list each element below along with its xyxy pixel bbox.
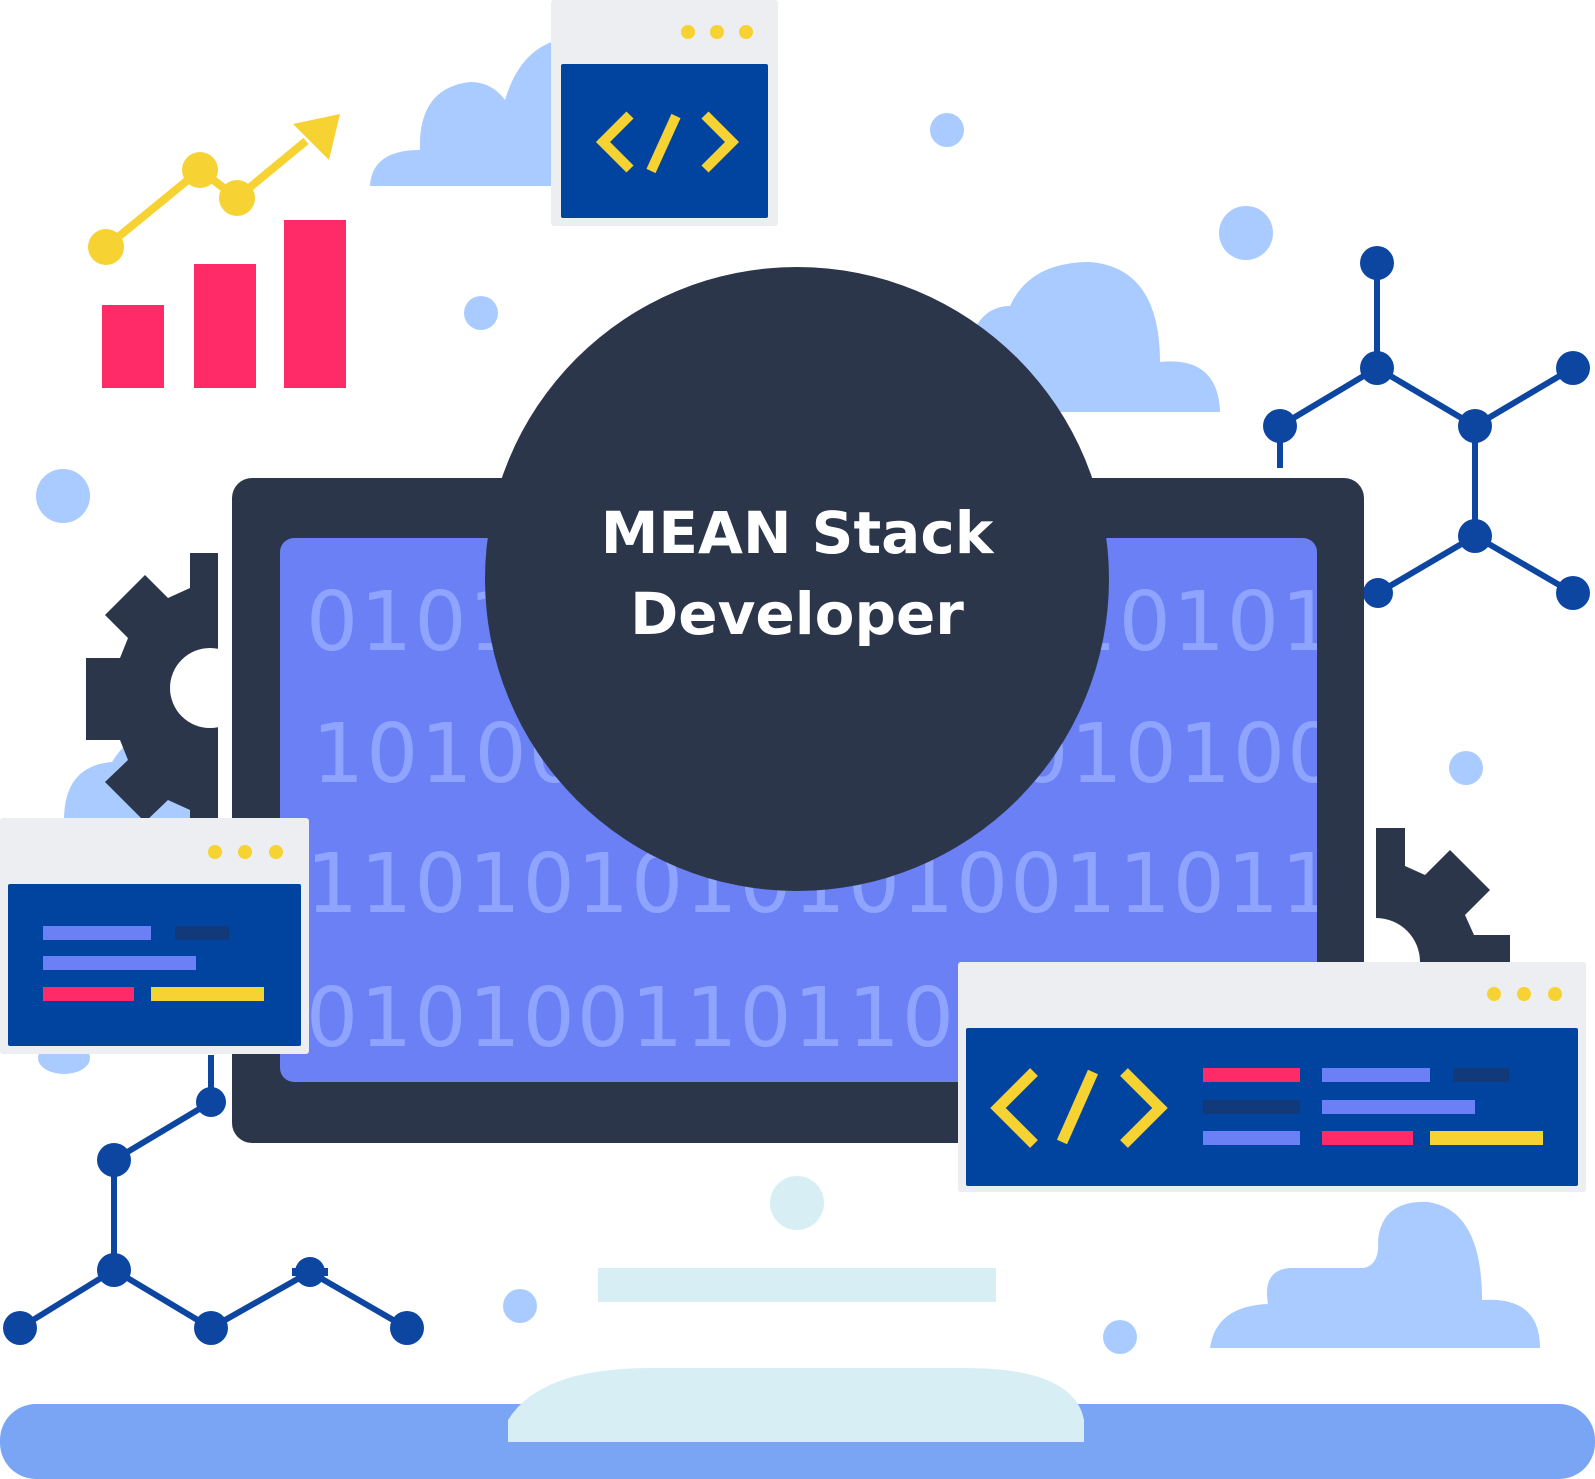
- code-brackets-icon: [990, 1068, 1168, 1148]
- monitor-power-dot: [770, 1176, 824, 1230]
- code-brackets-icon: [595, 111, 740, 174]
- top-code-window: [551, 0, 778, 226]
- right-code-window: [958, 962, 1586, 1192]
- monitor-neck: [598, 1268, 996, 1302]
- decorative-dots: [36, 113, 1483, 1354]
- network-nodes-icon: [1263, 246, 1590, 610]
- left-code-window: [0, 818, 309, 1054]
- title-line-2: Developer: [630, 580, 964, 648]
- cloud-icon: [1210, 1201, 1540, 1348]
- trend-arrow-icon: [88, 114, 340, 265]
- monitor-base: [508, 1368, 1084, 1442]
- network-nodes-icon: [3, 1055, 424, 1345]
- bar-chart-icon: [102, 220, 346, 388]
- gear-icon: [86, 553, 250, 822]
- title-badge: MEAN Stack Developer: [485, 267, 1109, 891]
- cloud-icon: [370, 40, 562, 186]
- title-line-1: MEAN Stack: [601, 499, 995, 567]
